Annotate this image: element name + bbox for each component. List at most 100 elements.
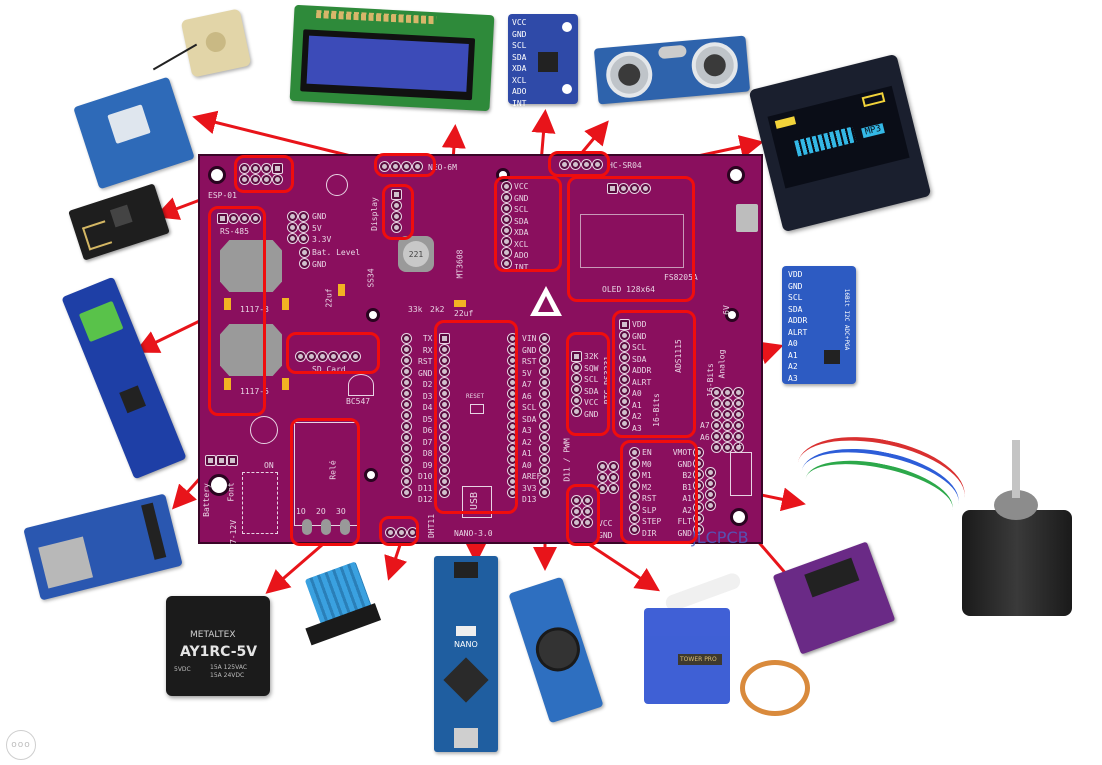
led-on-label: ON [264, 461, 274, 470]
mpu-module-pin-label: INT [512, 98, 527, 108]
drv-pin-label: M1 [642, 471, 652, 480]
stepper-header [706, 468, 715, 510]
nano-pin-label: A3 [522, 426, 532, 435]
power-header [288, 212, 308, 243]
nano-pin-label: A2 [522, 437, 532, 447]
mpu-chip [538, 52, 558, 72]
nano-pin-label: 5V [522, 368, 532, 378]
font-label: Font [226, 482, 236, 502]
oled-screen: MP3 [767, 85, 910, 189]
drv-pin-label: GND [677, 459, 692, 469]
ss34-label: SS34 [366, 268, 376, 288]
servo-cable [740, 660, 810, 716]
mpu-module-pin-label: SDA [512, 52, 527, 62]
mpu-pin-label: SCL [514, 205, 529, 214]
plus-label: + [737, 441, 742, 450]
nano-pin-label: VIN [522, 334, 537, 343]
mt3608-label: MT3608 [455, 249, 465, 279]
drv-pin-label: A1 [682, 494, 692, 503]
sd-header [141, 502, 167, 560]
esp01-chip [109, 204, 133, 228]
drv-pin-label: GND [677, 528, 692, 538]
capacitor [282, 298, 289, 310]
mount-hole [730, 508, 748, 526]
module-stepper [950, 440, 1076, 620]
drv-pin-label: STEP [642, 517, 662, 526]
stepper-shaft [1012, 440, 1020, 498]
nano-pin-label: D8 [422, 449, 433, 458]
module-servo: TOWER PRO [630, 571, 743, 720]
neo6m-header [380, 162, 422, 171]
power-6v-label: 6V [721, 305, 731, 315]
nano-pin-label: D12 [418, 495, 433, 504]
highlight-esp01 [234, 155, 294, 193]
nano-pin-label: D11 [418, 483, 433, 493]
inductor-label: 221 [403, 241, 429, 267]
highlight-rs485-regulators [208, 206, 266, 416]
arrow-relay [265, 543, 323, 594]
ultrasonic-receiver [689, 40, 740, 91]
lcd-pins [315, 9, 437, 25]
mpu-module-pin-label: XCL [512, 75, 527, 85]
nano-pin-label: RST [522, 357, 537, 366]
drv-pin-label: EN [642, 448, 652, 457]
drv-pin-label: VMOT [672, 448, 692, 457]
oled-label: OLED 128x64 [602, 285, 655, 294]
bat-level-labels: Bat. Level GND [312, 248, 361, 269]
nano-pin-label: D10 [418, 472, 433, 481]
highlight-sdcard [286, 332, 380, 374]
sdcard-label: SD Card [312, 365, 346, 374]
mpu-pin-label: GND [514, 193, 529, 203]
dc-jack [242, 472, 278, 534]
capacitor [224, 378, 231, 390]
drv-pin-label: SLP [642, 505, 657, 515]
drv-pin-label: RST [642, 494, 657, 503]
highlight-dht [379, 516, 419, 546]
nano-pin-label: D7 [422, 437, 433, 447]
ads-module-pin-label: GND [788, 281, 803, 291]
drv-pin-label: M2 [642, 482, 652, 492]
mpu-module-pin-label: SCL [512, 41, 527, 50]
nano-pin-label: RX [422, 345, 433, 355]
highlight-drv [620, 440, 698, 544]
rs485-label: RS-485 [220, 227, 249, 236]
rtc-battery [530, 621, 586, 678]
oled-signal-icon [774, 116, 797, 129]
nano-right-pins [540, 334, 549, 497]
servo-header [572, 496, 592, 527]
bc547-label: BC547 [346, 397, 371, 406]
oled-equalizer [794, 126, 857, 157]
more-options-button[interactable]: ooo [6, 730, 36, 760]
push-button [326, 174, 348, 196]
ads-pin-label: SDA [632, 354, 647, 364]
highlight-relay [290, 418, 360, 546]
ads-pin-label: ADDR [632, 366, 652, 375]
highlight-neo6m [374, 153, 436, 177]
nano-pin-label: AREF [522, 472, 542, 481]
regulator-3v3-label: 1117-3 [240, 305, 269, 314]
cap-22uf-label: 22uf [324, 288, 334, 308]
battery-switch [206, 456, 237, 465]
ads-pin-label: A2 [632, 412, 642, 421]
nano-pin-label: D6 [422, 426, 433, 435]
pwm-extra-header [598, 462, 618, 493]
rtc-pin-label: 32K [584, 352, 599, 361]
servo-body: TOWER PRO [644, 608, 730, 704]
relay-brand: METALTEX [190, 630, 236, 640]
mount-hole [725, 308, 739, 322]
capacitor [338, 284, 345, 296]
mpu-pin-label: ADO [514, 251, 529, 260]
relay-pin-2-label: 2O [316, 507, 326, 516]
drv-chip [804, 557, 860, 598]
nano-pin-label: D3 [422, 391, 433, 401]
relay-spec-2: 15A 24VDC [210, 672, 245, 679]
relay-spec-1: 15A 125VAC [210, 664, 248, 671]
capacitor [282, 378, 289, 390]
module-arduino-nano: NANO [434, 556, 498, 752]
nano-pin-label: D2 [422, 380, 433, 389]
fs8205a-label: FS8205A [664, 273, 698, 282]
neo6m-label: NEO-6M [428, 163, 457, 172]
ads-header [620, 320, 629, 428]
